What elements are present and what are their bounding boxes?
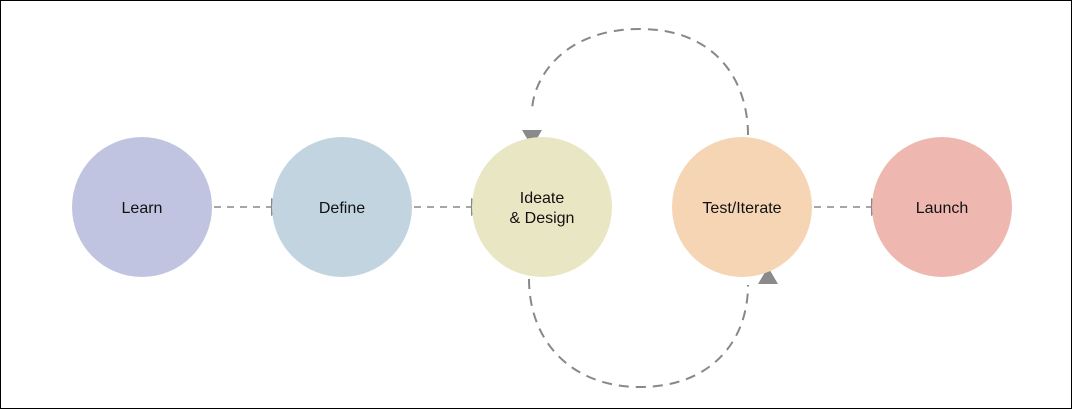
node-learn-label: Learn (122, 200, 163, 217)
node-define-label: Define (319, 200, 365, 217)
node-test: Test/Iterate (672, 137, 812, 277)
node-test-circle (672, 137, 812, 277)
node-define-circle (272, 137, 412, 277)
node-ideate-label: & Design (510, 210, 575, 227)
nodes-layer: Learn Define Ideate & Design Test/Iterate Lau… (72, 137, 1012, 277)
edge-test-to-ideate (522, 27, 749, 147)
node-learn-circle (72, 137, 212, 277)
loop-connector-top (531, 27, 749, 136)
node-ideate-label: Ideate (520, 190, 565, 207)
node-learn: Learn (72, 137, 212, 277)
edge-ideate-to-test (528, 267, 778, 389)
loop-connector-bottom (528, 278, 749, 389)
node-define: Define (272, 137, 412, 277)
node-ideate: Ideate & Design (472, 137, 612, 277)
node-ideate-circle (472, 137, 612, 277)
node-launch-label: Launch (916, 200, 969, 217)
node-launch: Launch (872, 137, 1012, 277)
arrowhead-up-icon (758, 267, 778, 284)
node-launch-circle (872, 137, 1012, 277)
node-test-label: Test/Iterate (702, 200, 781, 217)
